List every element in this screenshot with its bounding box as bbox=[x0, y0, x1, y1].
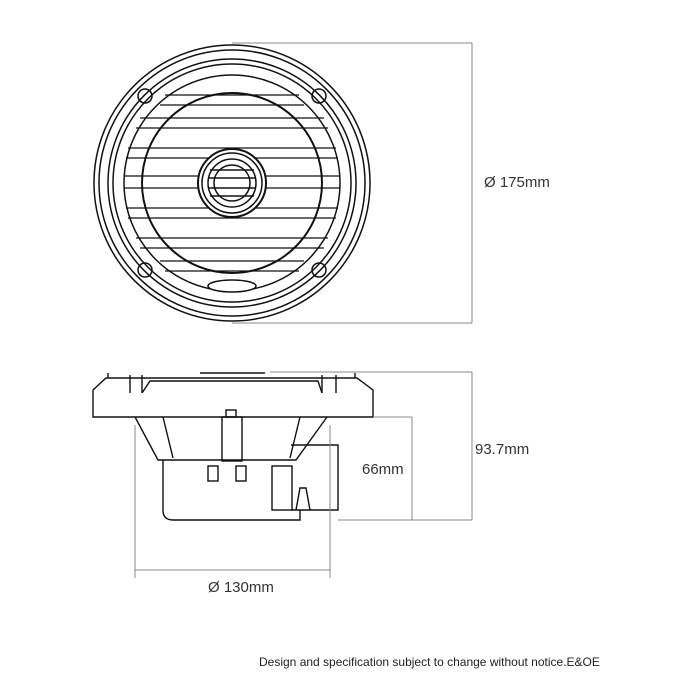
cutout-diameter-label: Ø 130mm bbox=[208, 579, 274, 596]
side-view bbox=[92, 372, 374, 521]
dimension-lines bbox=[134, 42, 473, 578]
mount-depth-label: 66mm bbox=[362, 461, 404, 478]
front-view bbox=[93, 44, 371, 322]
logo-badge bbox=[207, 279, 257, 293]
overall-depth-label: 93.7mm bbox=[475, 441, 530, 458]
tweeter bbox=[197, 148, 267, 218]
front-diameter-label: Ø 175mm bbox=[484, 174, 550, 191]
mounting-screw-holes bbox=[137, 88, 327, 278]
footer-disclaimer: Design and specification subject to chan… bbox=[259, 655, 600, 669]
